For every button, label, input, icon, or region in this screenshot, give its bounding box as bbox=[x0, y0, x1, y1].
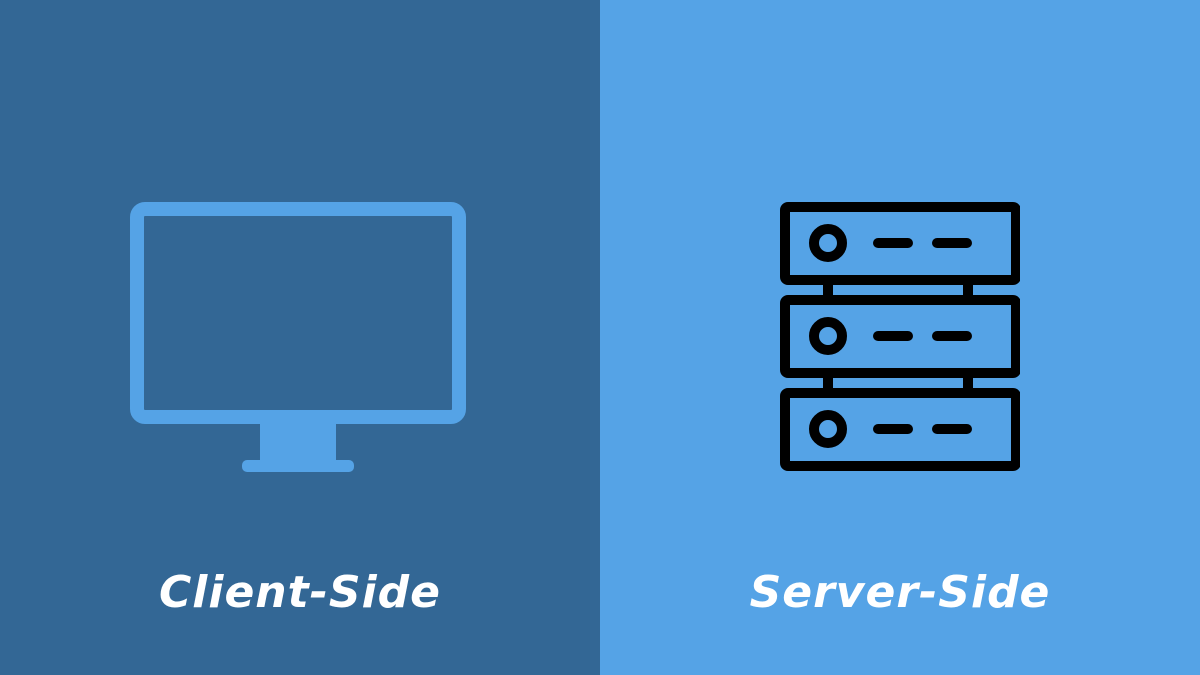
client-side-label: Client-Side bbox=[158, 567, 442, 618]
server-side-panel: Server-Side bbox=[600, 0, 1200, 675]
client-side-panel: Client-Side bbox=[0, 0, 600, 675]
server-side-label: Server-Side bbox=[749, 567, 1051, 618]
monitor-icon bbox=[130, 202, 466, 472]
server-rack-icon bbox=[780, 202, 1020, 471]
